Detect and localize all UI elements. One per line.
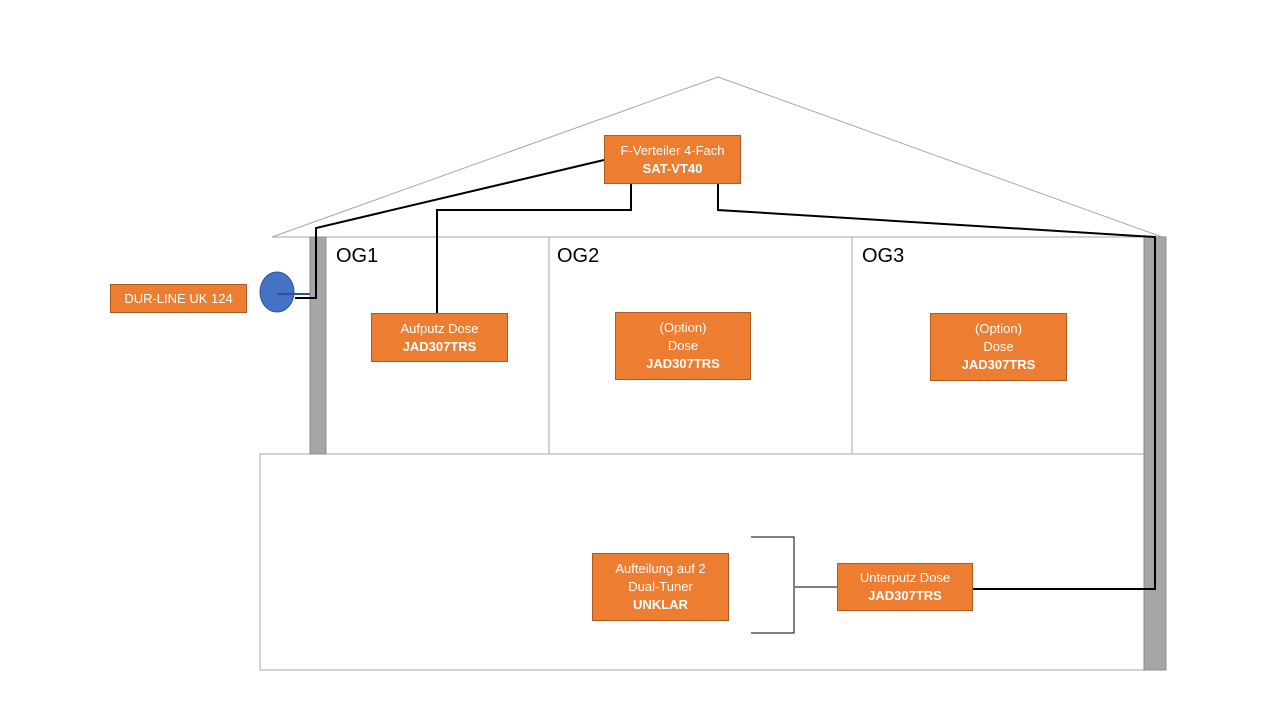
og2-socket-box: (Option) Dose JAD307TRS xyxy=(615,312,751,380)
room-label-og1: OG1 xyxy=(336,245,379,267)
room-label-og2: OG2 xyxy=(557,245,600,267)
roof-outline xyxy=(271,76,1163,238)
og3-socket-box: (Option) Dose JAD307TRS xyxy=(930,313,1067,381)
cable-distributor-to-basement xyxy=(717,184,1156,590)
bracket xyxy=(751,536,795,634)
antenna-label: DUR-LINE UK 124 xyxy=(124,290,233,306)
left-wall xyxy=(309,236,327,455)
distributor-label: F-Verteiler 4-Fach xyxy=(620,142,725,158)
og2-socket-model: JAD307TRS xyxy=(646,356,720,371)
og3-socket-option: (Option) xyxy=(975,321,1022,336)
room-label-og3: OG3 xyxy=(862,245,905,267)
flush-socket-model: JAD307TRS xyxy=(868,588,942,603)
flush-socket-box: Unterputz Dose JAD307TRS xyxy=(837,563,973,611)
satellite-dish-icon xyxy=(259,271,295,313)
cable-antenna-to-distributor xyxy=(295,159,605,299)
og1-socket-box: Aufputz Dose JAD307TRS xyxy=(371,313,508,362)
splitter-label: Aufteilung auf 2 xyxy=(615,561,706,576)
og1-socket-label: Aufputz Dose xyxy=(400,320,479,336)
og3-socket-model: JAD307TRS xyxy=(961,357,1036,372)
og2-socket-label: Dose xyxy=(667,338,699,353)
splitter-label-2: Dual-Tuner xyxy=(628,579,693,594)
flush-socket-label: Unterputz Dose xyxy=(859,570,951,585)
og1-socket-model: JAD307TRS xyxy=(402,338,477,354)
og3-socket-label: Dose xyxy=(983,339,1014,354)
distributor-model: SAT-VT40 xyxy=(642,160,703,176)
og2-socket-option: (Option) xyxy=(659,320,707,335)
cable-distributor-to-og1 xyxy=(436,184,632,313)
splitter-model: UNKLAR xyxy=(633,597,688,612)
splitter-box: Aufteilung auf 2 Dual-Tuner UNKLAR xyxy=(592,553,729,621)
distributor-box: F-Verteiler 4-Fach SAT-VT40 xyxy=(604,135,741,184)
antenna-box: DUR-LINE UK 124 xyxy=(110,284,247,313)
